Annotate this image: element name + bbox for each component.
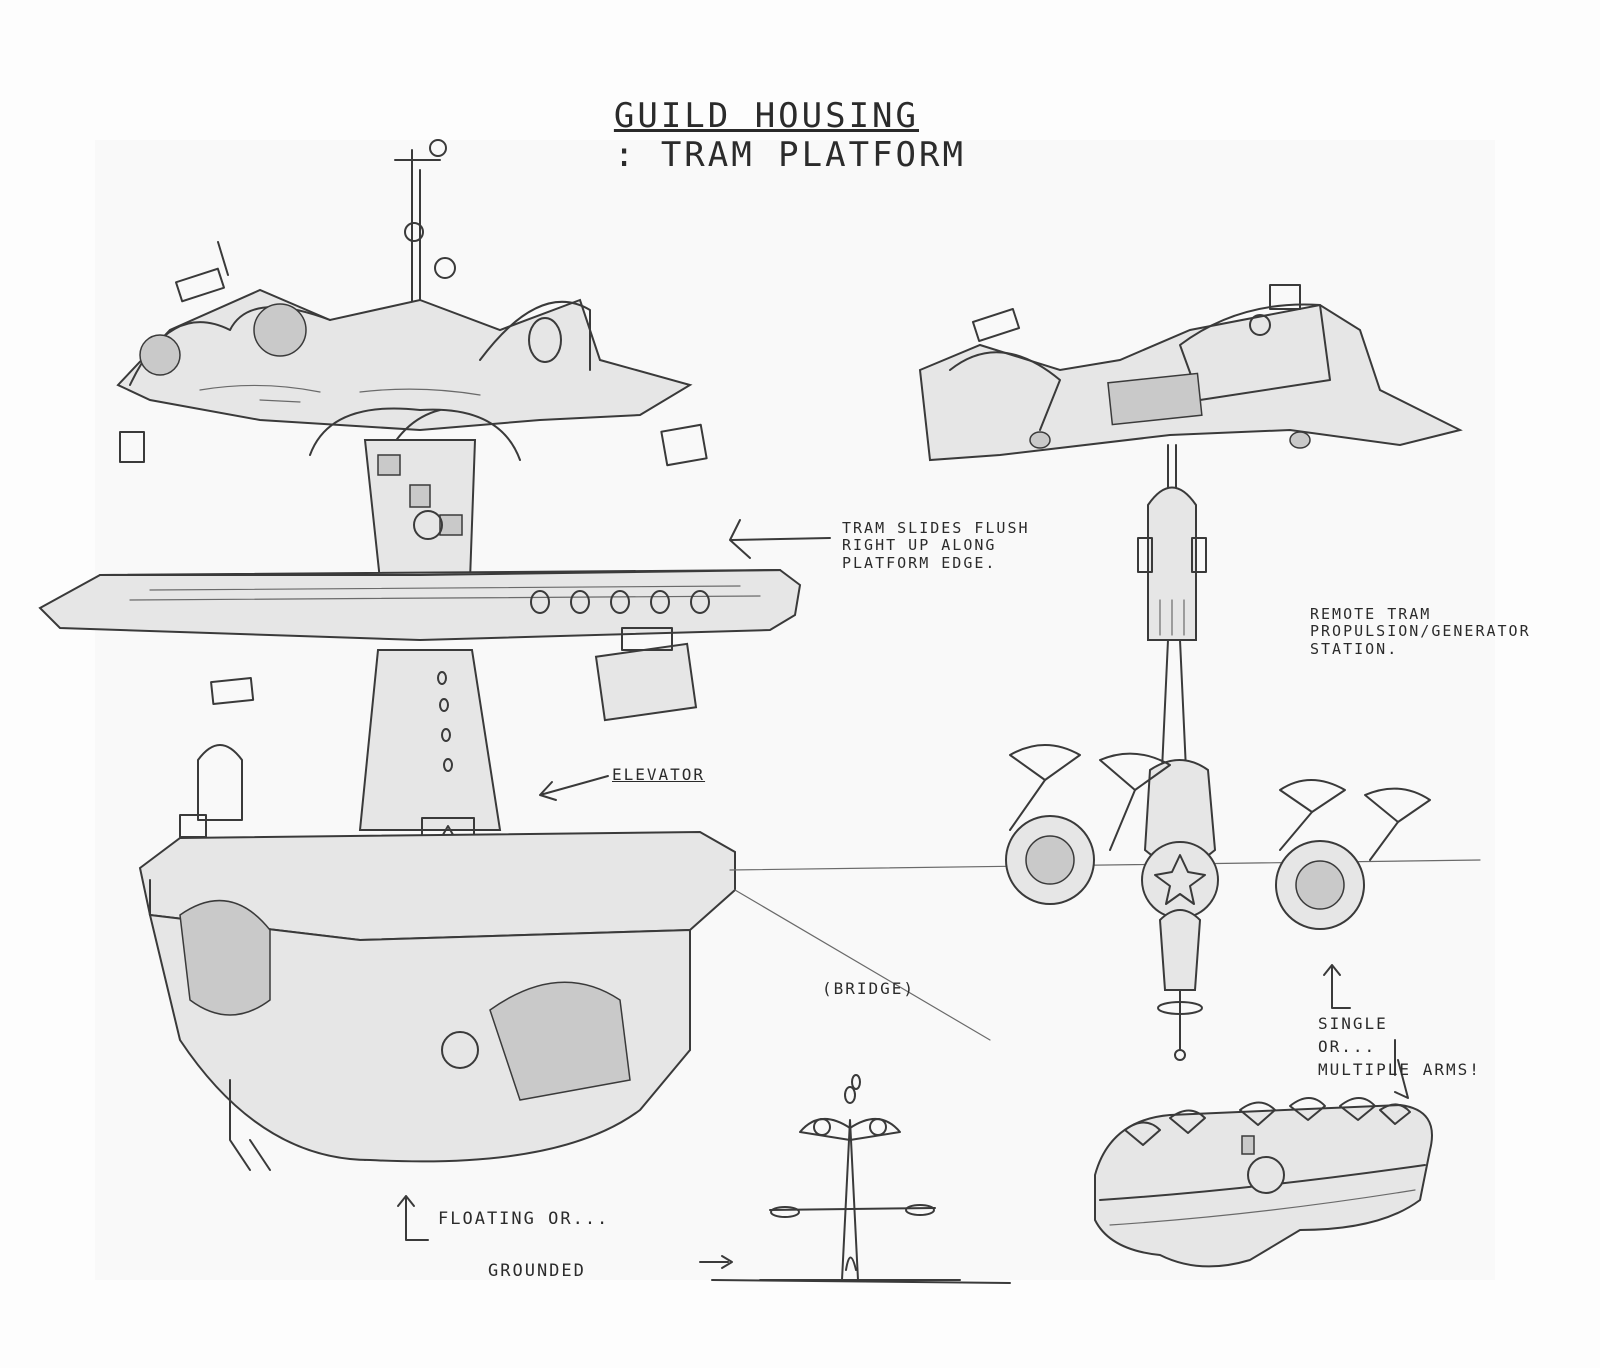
sheet-title: GUILD HOUSING : TRAM PLATFORM (520, 58, 966, 214)
grounded-label: GROUNDED (488, 1261, 586, 1281)
single-multiple-arms-label: SINGLE OR... MULTIPLE ARMS! (1318, 1014, 1481, 1080)
multiple-arms-sketch (1094, 1059, 1433, 1268)
remote-station-note-label: REMOTE TRAM PROPULSION/GENERATOR STATION… (1310, 605, 1531, 658)
floating-label: FLOATING OR... (438, 1209, 610, 1229)
remote-station-sketch (918, 284, 1463, 1061)
main-platform-sketch (38, 139, 1481, 1171)
elevator-label: ELEVATOR (612, 765, 706, 784)
title-suffix: : TRAM PLATFORM (613, 135, 966, 176)
grounded-diagram-sketch (397, 1074, 1011, 1284)
bridge-label: (BRIDGE) (822, 979, 916, 998)
tram-note-label: TRAM SLIDES FLUSH RIGHT UP ALONG PLATFOR… (842, 519, 1030, 572)
title-prefix: GUILD HOUSING (613, 96, 919, 137)
elevator-arrow (539, 775, 609, 801)
